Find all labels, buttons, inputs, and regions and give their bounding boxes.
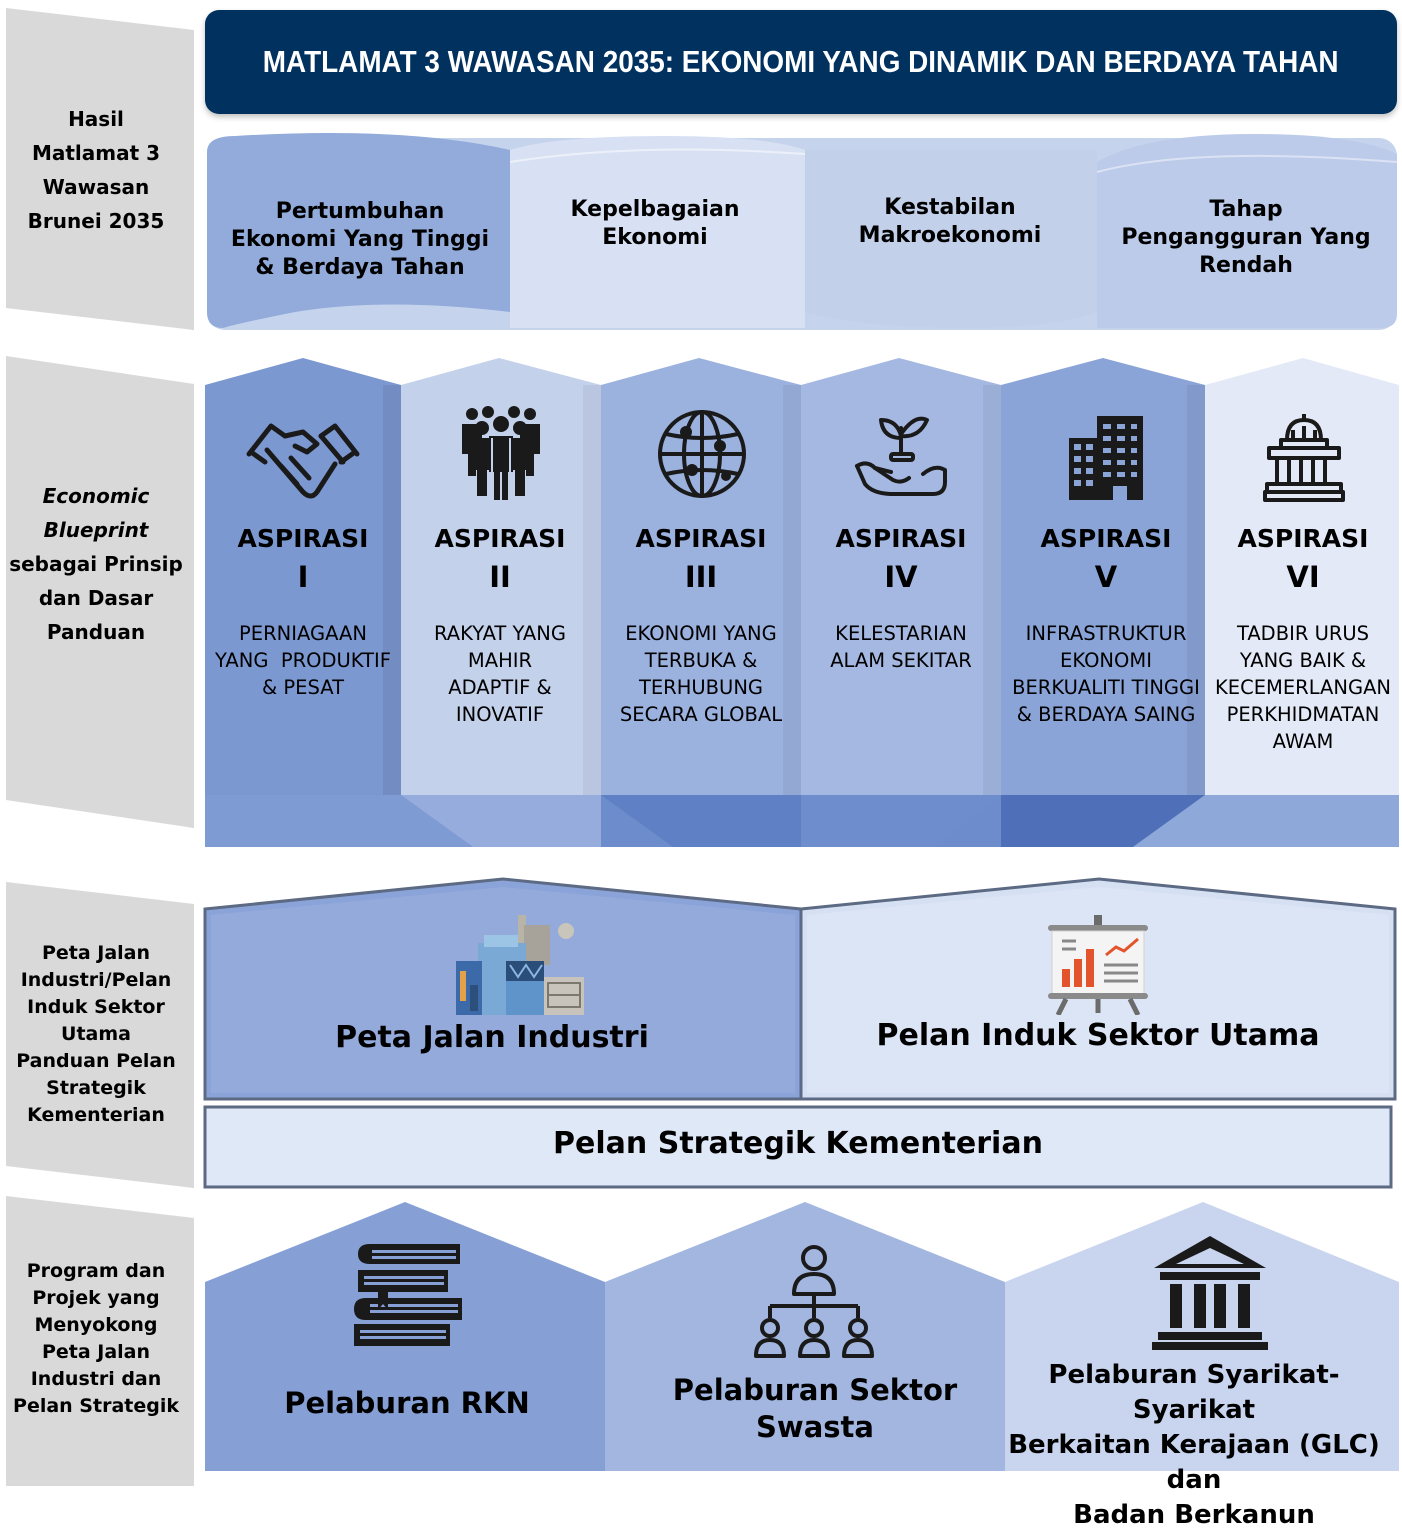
aspiration-2: ASPIRASI II RAKYAT YANG MAHIR ADAPTIF & …	[401, 358, 599, 798]
people-group-icon	[462, 406, 540, 500]
side-roadmaps-line: Kementerian	[27, 1104, 165, 1126]
aspiration-title: ASPIRASI	[635, 524, 767, 553]
aspiration-3: ASPIRASI III EKONOMI YANG TERBUKA & TERH…	[601, 358, 801, 798]
aspiration-numeral: IV	[884, 560, 918, 594]
side-chevron-outcomes: Hasil Matlamat 3 Wawasan Brunei 2035	[6, 8, 194, 330]
page-title: MATLAMAT 3 WAWASAN 2035: EKONOMI YANG DI…	[263, 44, 1339, 79]
program-glc-line: Pelaburan Syarikat-Syarikat	[1048, 1360, 1340, 1425]
aspiration-desc-line: KELESTARIAN	[835, 622, 967, 645]
org-hierarchy-icon	[754, 1245, 874, 1358]
side-chevron-roadmaps: Peta Jalan Industri/Pelan Induk Sektor U…	[6, 882, 194, 1188]
globe-network-icon	[658, 410, 746, 498]
side-programs-line: Menyokong	[34, 1314, 158, 1336]
program-glc-line: Badan Berkanun	[1073, 1500, 1315, 1530]
outcome-4: Tahap Pengangguran Yang Rendah	[1121, 197, 1371, 278]
aspiration-desc-line: RAKYAT YANG	[434, 622, 566, 645]
side-blueprint-italic: Blueprint	[43, 518, 149, 542]
side-outcomes-line: Matlamat 3	[31, 141, 161, 165]
aspiration-title: ASPIRASI	[237, 524, 369, 553]
industry-roadmap-label: Peta Jalan Industri	[335, 1020, 649, 1055]
handshake-icon	[246, 423, 360, 499]
side-programs-line: Projek yang	[32, 1287, 160, 1309]
aspiration-desc-line: AWAM	[1272, 730, 1334, 753]
aspiration-5: ASPIRASI V INFRASTRUKTUR EKONOMI BERKUAL…	[1005, 358, 1207, 798]
side-programs-line: Program dan	[26, 1260, 166, 1282]
side-roadmaps-line: Panduan Pelan	[16, 1050, 176, 1072]
side-blueprint-line: dan Dasar	[38, 586, 154, 610]
side-outcomes-line: Wawasan	[42, 175, 150, 199]
aspiration-6: ASPIRASI VI TADBIR URUS YANG BAIK & KECE…	[1207, 358, 1399, 798]
aspiration-desc-line: & BERDAYA SAING	[1016, 703, 1196, 726]
side-programs-line: Peta Jalan	[41, 1341, 151, 1363]
aspiration-numeral: V	[1094, 560, 1118, 594]
books-icon	[354, 1244, 462, 1346]
program-private-sector-line: Pelaburan Sektor	[672, 1373, 958, 1407]
aspiration-title: ASPIRASI	[1237, 524, 1369, 553]
aspiration-desc-line: INOVATIF	[455, 703, 545, 726]
aspiration-desc-line: & PESAT	[262, 676, 344, 699]
aspiration-desc-line: EKONOMI YANG	[625, 622, 777, 645]
aspiration-numeral: I	[297, 560, 309, 594]
aspiration-numeral: II	[489, 560, 511, 594]
side-roadmaps-line: Industri/Pelan	[20, 969, 172, 991]
aspiration-desc-line: EKONOMI	[1060, 649, 1152, 672]
side-roadmaps-line: Peta Jalan	[41, 942, 151, 964]
hand-plant-icon	[855, 416, 947, 496]
program-private-sector-line: Swasta	[756, 1410, 874, 1444]
aspiration-title: ASPIRASI	[434, 524, 566, 553]
outcome-3: Kestabilan Makroekonomi	[858, 195, 1042, 248]
program-private-sector: Pelaburan Sektor Swasta	[640, 1372, 990, 1446]
factory-icon	[456, 915, 584, 1015]
aspiration-desc-line: INFRASTRUKTUR	[1025, 622, 1187, 645]
aspiration-desc-line: MAHIR	[467, 649, 533, 672]
side-programs-line: Industri dan	[30, 1368, 162, 1390]
aspiration-desc-line: ALAM SEKITAR	[830, 649, 972, 672]
aspiration-numeral: III	[684, 560, 718, 594]
government-building-icon	[1263, 414, 1345, 502]
side-blueprint-italic: Economic	[42, 484, 150, 508]
buildings-icon	[1069, 416, 1143, 500]
program-rkn: Pelaburan RKN	[284, 1386, 530, 1420]
aspiration-1: ASPIRASI I PERNIAGAAN YANG PRODUKTIF & P…	[205, 358, 401, 798]
presentation-chart-icon	[1048, 915, 1148, 1015]
aspiration-desc-line: BERKUALITI TINGGI	[1012, 676, 1200, 699]
aspiration-4: ASPIRASI IV KELESTARIAN ALAM SEKITAR	[801, 358, 1001, 798]
aspiration-title: ASPIRASI	[1040, 524, 1172, 553]
aspiration-desc-line: TERBUKA &	[644, 649, 758, 672]
side-blueprint-line: Panduan	[46, 620, 146, 644]
side-roadmaps-line: Induk Sektor	[27, 996, 165, 1018]
title-banner: MATLAMAT 3 WAWASAN 2035: EKONOMI YANG DI…	[205, 10, 1397, 114]
outcome-2: Kepelbagaian Ekonomi	[570, 197, 740, 250]
program-glc-line: Berkaitan Kerajaan (GLC) dan	[1008, 1430, 1380, 1495]
side-chevron-programs: Program dan Projek yang Menyokong Peta J…	[6, 1196, 194, 1486]
aspiration-desc-line: ADAPTIF &	[448, 676, 552, 699]
aspiration-desc-line: TADBIR URUS	[1236, 622, 1370, 645]
aspiration-desc-line: YANG PRODUKTIF	[215, 649, 391, 672]
outcomes-band	[207, 133, 1398, 330]
aspiration-desc-line: PERKHIDMATAN	[1226, 703, 1380, 726]
aspiration-desc-line: PERNIAGAAN	[239, 622, 367, 645]
aspiration-desc-line: KECEMERLANGAN	[1214, 676, 1391, 699]
aspiration-desc-line: SECARA GLOBAL	[619, 703, 783, 726]
program-glc: Pelaburan Syarikat-Syarikat Berkaitan Ke…	[1002, 1358, 1386, 1533]
side-outcomes-line: Brunei 2035	[27, 209, 165, 233]
side-blueprint-line: sebagai Prinsip	[9, 552, 183, 576]
side-roadmaps-line: Strategik	[46, 1077, 146, 1099]
side-roadmaps-line: Utama	[61, 1023, 131, 1045]
outcome-1: Pertumbuhan Ekonomi Yang Tinggi & Berday…	[230, 199, 490, 280]
aspiration-numeral: VI	[1286, 560, 1320, 594]
side-outcomes-line: Hasil	[68, 107, 124, 131]
side-chevron-blueprint: Economic Blueprint sebagai Prinsip dan D…	[6, 356, 194, 828]
ministry-strategic-plan-label: Pelan Strategik Kementerian	[553, 1126, 1043, 1161]
government-pillars-icon	[1152, 1236, 1268, 1350]
aspirations-band	[205, 358, 1399, 847]
side-programs-line: Pelan Strategik	[13, 1395, 179, 1417]
aspiration-desc-line: YANG BAIK &	[1239, 649, 1367, 672]
sector-master-plan-label: Pelan Induk Sektor Utama	[876, 1018, 1320, 1053]
aspiration-desc-line: TERHUBUNG	[638, 676, 764, 699]
aspiration-title: ASPIRASI	[835, 524, 967, 553]
